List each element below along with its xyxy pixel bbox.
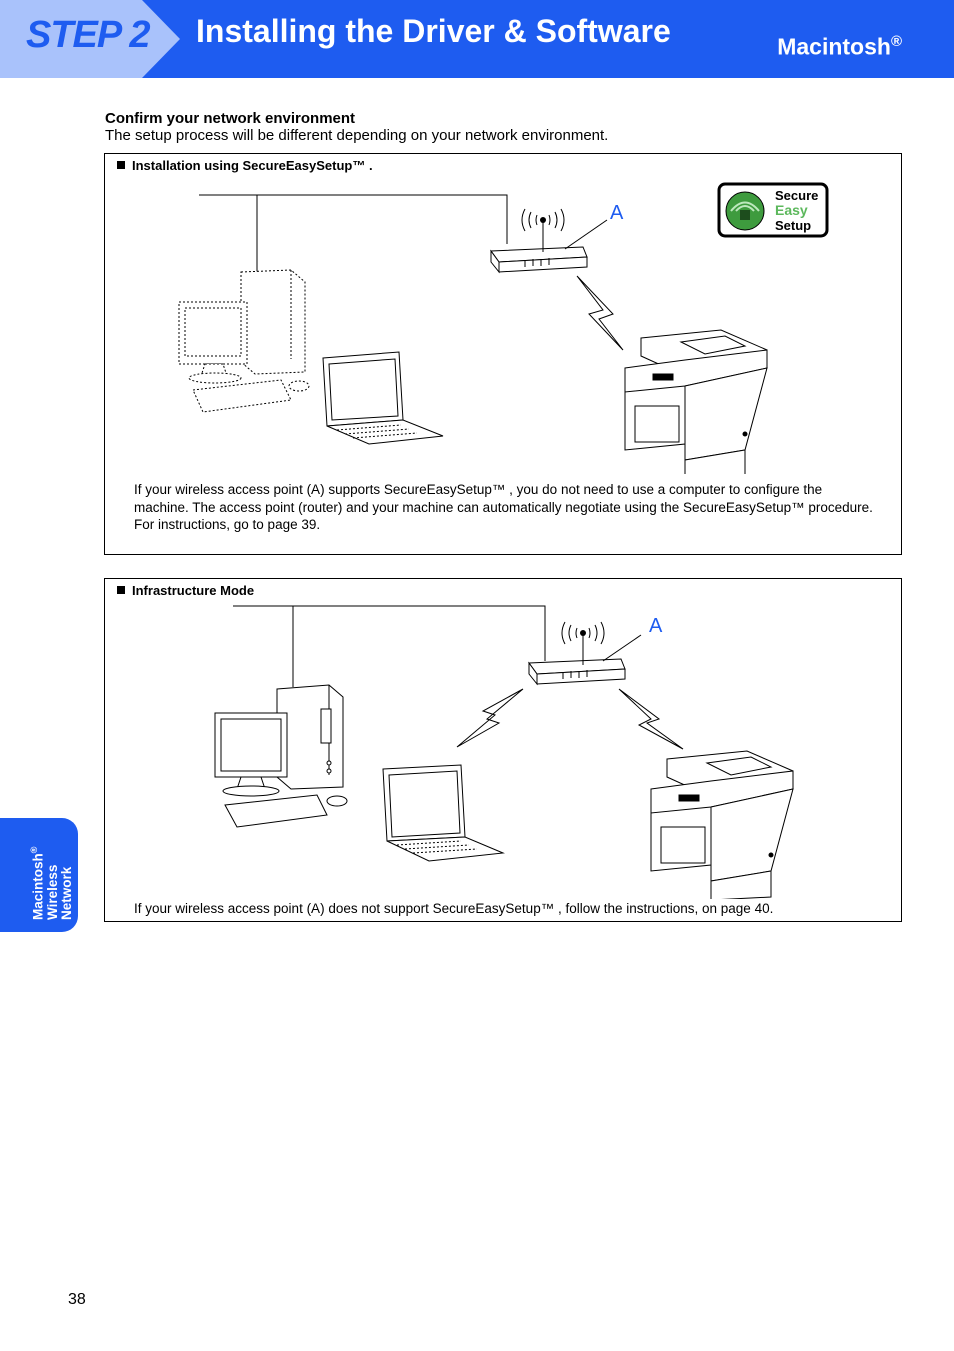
secureeasysetup-diagram: A Secure Easy Setup — [178, 182, 829, 474]
callout-line — [602, 634, 642, 662]
secureeasysetup-logo: Secure Easy Setup — [717, 182, 829, 238]
page-title: Installing the Driver & Software — [196, 13, 671, 49]
step-badge: STEP 2 — [0, 0, 180, 78]
infrastructure-mode-box: Infrastructure Mode A — [104, 578, 902, 922]
step-label: STEP 2 — [26, 14, 151, 56]
laptop-icon — [382, 764, 505, 862]
page-number: 38 — [68, 1291, 86, 1308]
box-title-text: Infrastructure Mode — [132, 583, 255, 598]
network-cable — [199, 194, 508, 244]
callout-line — [564, 219, 608, 250]
bullet-square-icon — [117, 161, 125, 169]
side-tab-line2: Wireless — [44, 864, 60, 920]
section-side-tab: Macintosh® Wireless Network — [0, 818, 78, 932]
box-description: If your wireless access point (A) does n… — [134, 901, 774, 916]
os-name: Macintosh — [777, 33, 891, 60]
logo-easy: Easy — [775, 202, 808, 218]
description-paragraph: If your wireless access point (A) suppor… — [134, 482, 873, 515]
network-cable — [233, 605, 546, 661]
registered-mark: ® — [890, 33, 902, 50]
printer-icon — [624, 329, 768, 474]
infrastructure-diagram: A — [214, 605, 794, 899]
logo-setup: Setup — [775, 218, 811, 233]
access-point-icon — [528, 621, 626, 686]
registered-mark: ® — [29, 846, 39, 854]
label-a: A — [649, 615, 663, 637]
access-point-icon — [490, 208, 588, 274]
section-intro: The setup process will be different depe… — [105, 127, 609, 144]
bullet-square-icon — [117, 586, 125, 594]
page-header: STEP 2 Installing the Driver & Software … — [0, 0, 954, 78]
laptop-icon — [322, 351, 444, 445]
side-tab-line1: Macintosh — [30, 853, 46, 920]
secureeasysetup-box: Installation using SecureEasySetup™ . A … — [104, 153, 902, 555]
box-title-text: Installation using SecureEasySetup™ . — [132, 158, 373, 173]
box-title: Infrastructure Mode — [117, 583, 254, 598]
label-a: A — [610, 202, 624, 224]
section-heading: Confirm your network environment — [105, 110, 356, 127]
desktop-computer-icon — [178, 269, 310, 413]
side-tab-label: Macintosh® Wireless Network — [27, 847, 74, 920]
printer-icon — [650, 750, 794, 899]
side-tab-line3: Network — [58, 866, 74, 920]
wireless-signal-icon — [576, 275, 624, 351]
wireless-signal-icon — [618, 688, 684, 750]
os-label: Macintosh® — [777, 33, 902, 61]
logo-secure: Secure — [775, 188, 818, 203]
desktop-computer-icon — [214, 684, 348, 828]
box-description: If your wireless access point (A) suppor… — [134, 481, 879, 534]
wireless-signal-icon — [456, 688, 524, 748]
box-title: Installation using SecureEasySetup™ . — [117, 158, 373, 173]
instructions-link-text: For instructions, go to page 39. — [134, 517, 321, 532]
